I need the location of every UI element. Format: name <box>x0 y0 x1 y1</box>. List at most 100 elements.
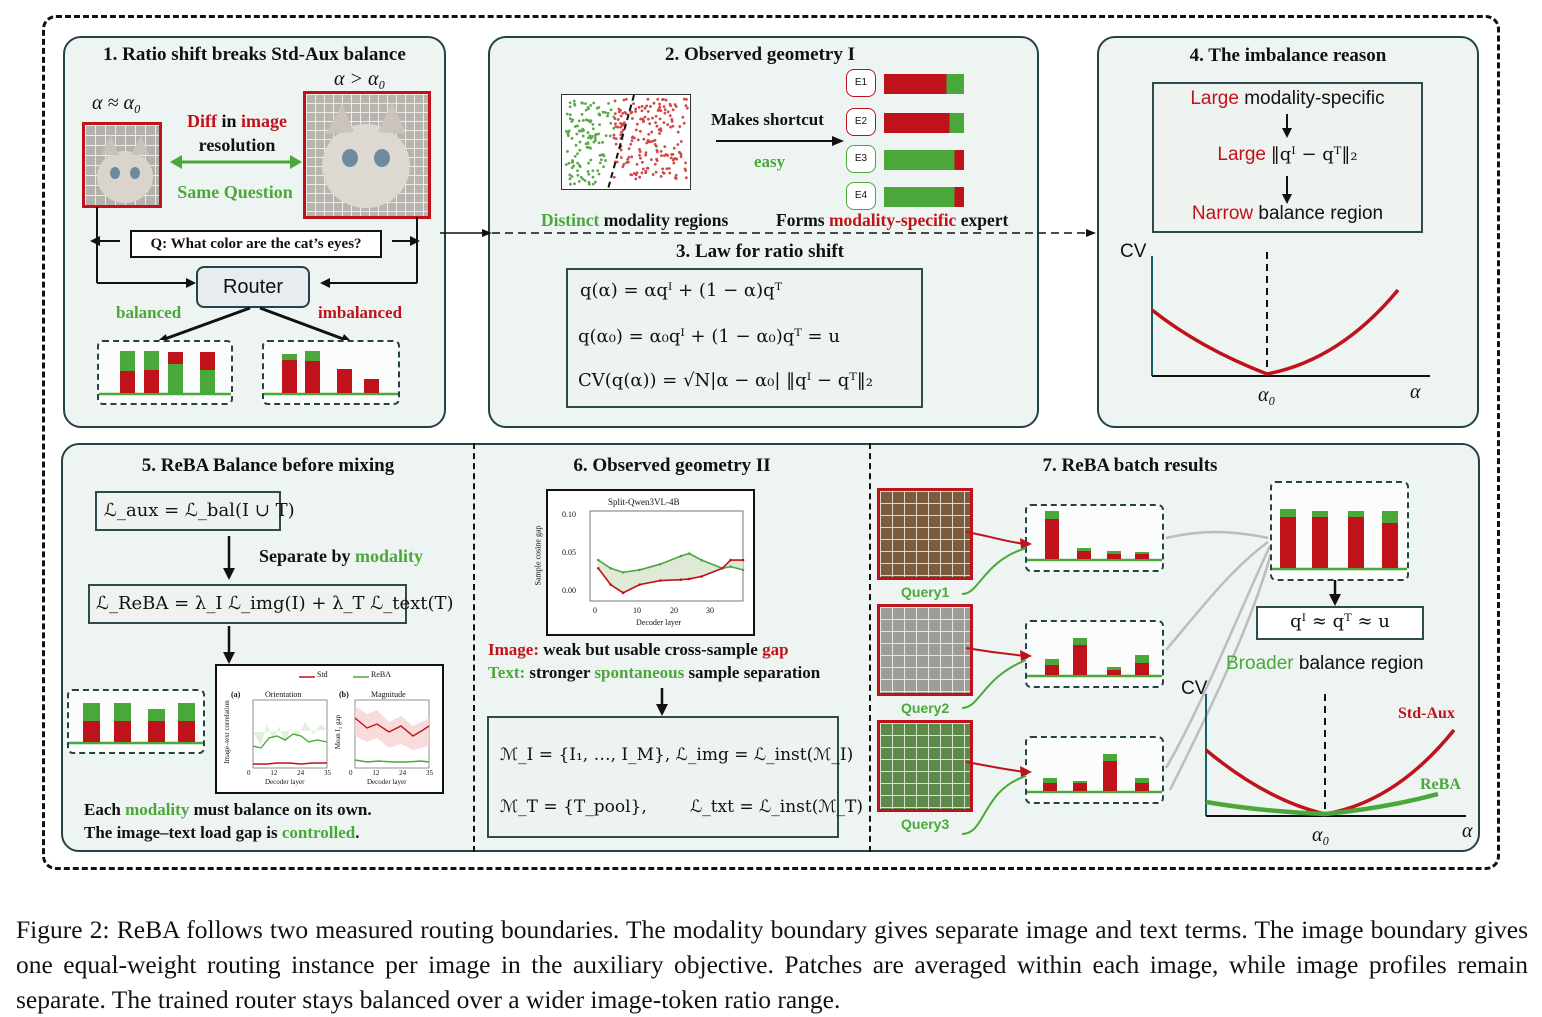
scatter-point-image <box>616 118 620 121</box>
image-label: Image: <box>488 640 539 659</box>
scatter-point-image <box>669 104 673 108</box>
bar-red <box>1107 554 1121 559</box>
scatter-point-image <box>637 105 641 109</box>
scatter-point-image <box>638 148 641 151</box>
formula-m-i: ℳ_I = {I₁, …, I_M}, ℒ_img = ℒ_inst(ℳ_I) <box>500 745 854 765</box>
data-point <box>638 568 641 572</box>
separate-by-label: Separate by modality <box>259 546 423 567</box>
scatter-point-text <box>570 175 574 178</box>
inst-loss-box <box>487 716 839 838</box>
large-word-1: Large <box>1190 88 1239 109</box>
law-formula-box <box>566 268 923 408</box>
scatter-point-text <box>573 182 576 186</box>
distinct-regions-caption: Distinct modality regions <box>541 210 728 231</box>
scatter-point-text <box>601 110 605 114</box>
scatter-point-image <box>638 150 642 154</box>
bar-red <box>1073 783 1087 791</box>
forms-expert-caption: Forms modality-specific expert <box>776 210 1008 231</box>
reason-line-2: Large ‖qᴵ − qᵀ‖₂ <box>1152 144 1423 166</box>
scatter-point-text <box>586 131 590 135</box>
data-point <box>741 558 745 562</box>
reason-line-1: Large modality-specific <box>1152 88 1423 110</box>
scatter-point-text <box>573 102 576 106</box>
scatter-point-image <box>669 156 673 160</box>
scatter-point-image <box>614 125 618 128</box>
modality-specific-text: modality-specific <box>1244 88 1385 109</box>
scatter-point-image <box>619 133 623 137</box>
scatter-point-image <box>645 104 649 108</box>
scatter-point-image <box>629 173 633 176</box>
cosine-gap-chart: Split-Qwen3VL-4B Sample cosine gap 0.10 … <box>533 489 755 636</box>
scatter-point-text <box>566 132 570 136</box>
scatter-point-image <box>684 104 688 108</box>
scatter-point-text <box>589 103 593 107</box>
scatter-point-image <box>655 157 658 161</box>
cv-broad-curve <box>1204 694 1466 817</box>
a-axis-p7: α <box>1462 820 1473 842</box>
scatter-point-image <box>673 176 677 180</box>
data-point <box>596 566 600 570</box>
scatter-point-text <box>577 119 581 123</box>
scatter-point-image <box>679 140 683 143</box>
scatter-point-image <box>677 150 681 154</box>
distinct-word: Distinct <box>541 210 600 230</box>
scatter-point-text <box>578 148 582 152</box>
data-point <box>609 566 612 570</box>
scatter-point-text <box>606 111 610 115</box>
scatter-point-image <box>640 160 644 164</box>
scatter-point-image <box>613 117 617 121</box>
easy-label: easy <box>754 152 786 171</box>
sub-a-title: Orientation <box>265 690 302 699</box>
flow-arrows-row1 <box>440 229 1096 237</box>
scatter-point-image <box>634 110 638 113</box>
scatter-point-image <box>647 140 651 144</box>
scatter-point-image <box>647 132 651 136</box>
bar-red <box>1045 665 1059 675</box>
scatter-point-image <box>655 148 659 152</box>
cosine-xlabel: Decoder layer <box>636 618 682 627</box>
cv-axis-label-2: CV <box>1181 678 1208 699</box>
scatter-point-text <box>586 170 590 173</box>
expert-load-bar <box>884 113 964 133</box>
gap-word: gap <box>762 640 789 659</box>
bar-green <box>1073 638 1087 645</box>
scatter-point-text <box>568 173 572 177</box>
scatter-point-text <box>591 169 595 173</box>
scatter-point-image <box>644 151 648 155</box>
scatter-point-image <box>627 155 631 159</box>
scatter-point-text <box>571 118 575 122</box>
scatter-point-image <box>645 141 649 145</box>
alpha-approx-label: α ≈ α₀ <box>92 92 141 114</box>
resolution-word: resolution <box>198 135 276 155</box>
bar-green <box>1135 552 1149 554</box>
data-point <box>700 558 703 562</box>
scatter-point-text <box>607 102 610 105</box>
imbalanced-bars <box>262 340 400 405</box>
scatter-point-text <box>576 161 580 165</box>
scatter-point-text <box>576 152 579 156</box>
scatter-point-image <box>635 171 639 175</box>
scatter-point-image <box>682 97 686 101</box>
cosine-xtick: 20 <box>670 606 678 615</box>
bar-green <box>1073 781 1087 783</box>
reba-chart-figure: Std ReBA (a) Orientation (b) Magnitude I… <box>215 664 444 794</box>
panel2-title: 2. Observed geometry I <box>665 44 855 65</box>
each-text: Each <box>84 800 121 819</box>
scatter-point-image <box>684 176 688 180</box>
scatter-point-text <box>594 180 597 184</box>
obs-arrow-down <box>656 688 668 716</box>
scatter-point-image <box>626 157 630 161</box>
expert-label: E4 <box>846 182 876 210</box>
scatter-point-image <box>612 175 616 179</box>
scatter-point-text <box>579 175 583 179</box>
scatter-point-image <box>619 148 623 152</box>
data-point <box>687 577 691 581</box>
bar-green <box>1107 667 1121 670</box>
data-point <box>729 558 732 562</box>
alpha-gt-label: α > α₀ <box>334 68 386 90</box>
cosine-ytick: 0.00 <box>562 586 576 595</box>
scatter-point-text <box>580 112 584 116</box>
balance-region-text-2: balance region <box>1298 653 1424 674</box>
scatter-point-image <box>620 130 623 134</box>
scatter-point-image <box>684 161 687 165</box>
